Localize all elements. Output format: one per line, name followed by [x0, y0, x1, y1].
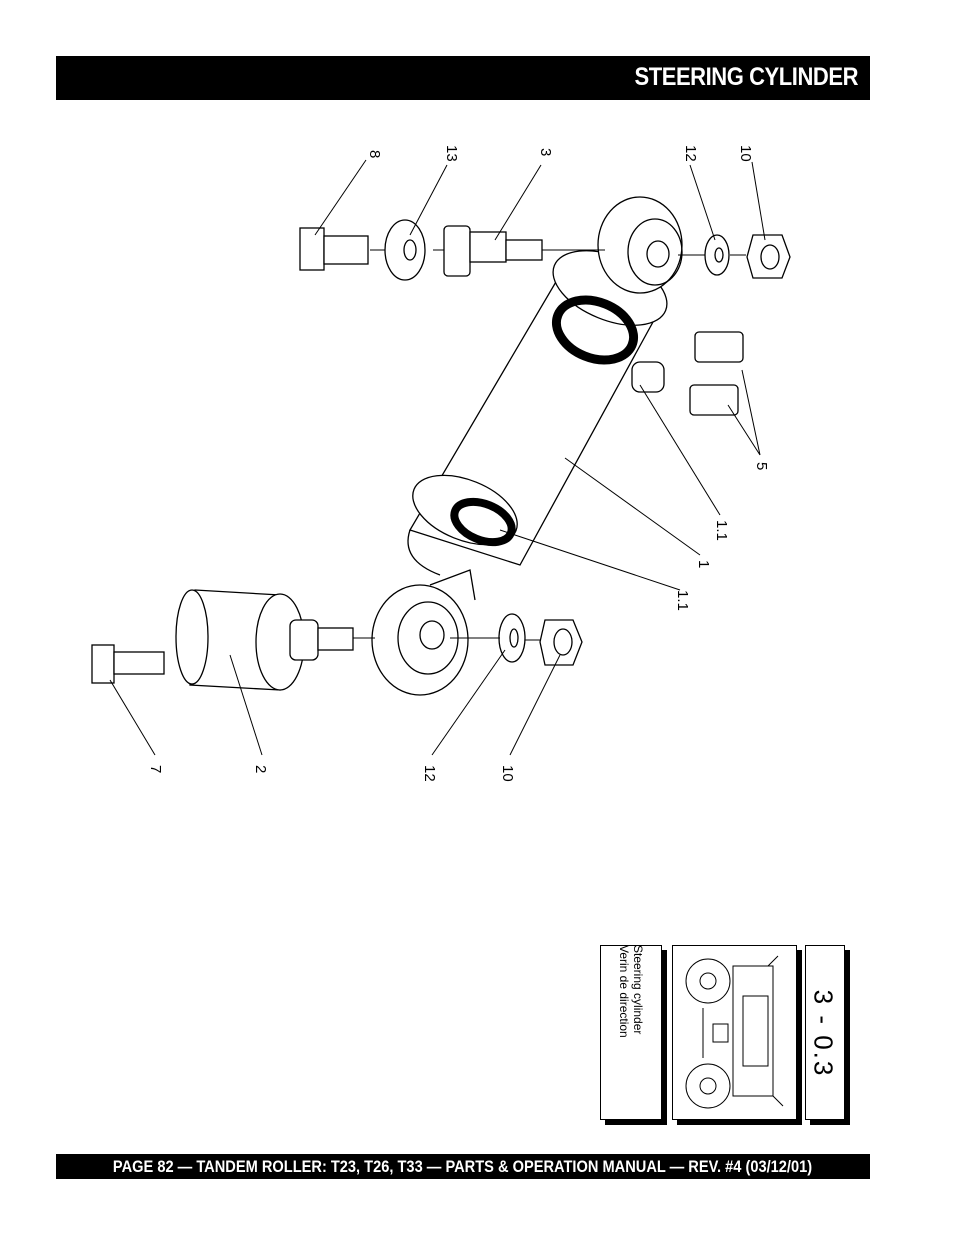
fittings-5 — [689, 331, 744, 416]
nut-10-lower — [539, 619, 583, 666]
rod-eye-upper — [597, 196, 683, 294]
callout-1-1-lower: 1.1 — [674, 590, 691, 611]
rod-eye-lower — [371, 569, 476, 696]
callout-13: 13 — [443, 145, 460, 162]
reference-machine-panel — [672, 945, 797, 1120]
reference-code: 3 - 0.3 — [808, 989, 839, 1078]
callout-5: 5 — [753, 462, 770, 470]
page-title: STEERING CYLINDER — [634, 63, 858, 91]
reference-code-panel: 3 - 0.3 — [805, 945, 845, 1120]
nut-10-upper — [746, 234, 791, 279]
callout-1-1-upper: 1.1 — [713, 520, 730, 541]
callout-8: 8 — [366, 150, 383, 158]
leader-lines — [109, 159, 766, 756]
washer-12-lower — [498, 613, 526, 663]
callout-12-upper: 12 — [682, 145, 699, 162]
bolt-8 — [299, 227, 369, 271]
callout-10-upper: 10 — [737, 145, 754, 162]
reference-name-en: Steering cylinder — [631, 945, 645, 1035]
callout-12-lower: 12 — [421, 765, 438, 782]
callout-7: 7 — [147, 765, 164, 773]
roller-machine-icon — [685, 955, 784, 1109]
callout-labels: 8 13 3 12 10 5 1.1 1 1.1 7 2 12 10 — [147, 145, 770, 782]
callout-10-lower: 10 — [499, 765, 516, 782]
cylinder-body — [407, 250, 668, 576]
callout-2: 2 — [252, 765, 269, 773]
reference-name-fr: Verin de direction — [617, 945, 631, 1038]
callout-1: 1 — [695, 560, 712, 568]
washer-12-upper — [704, 234, 730, 276]
fitting-3 — [443, 225, 543, 277]
footer-text: PAGE 82 — TANDEM ROLLER: T23, T26, T33 —… — [113, 1157, 813, 1176]
washer-13 — [384, 219, 426, 281]
callout-3: 3 — [537, 148, 554, 156]
bolt-7 — [91, 644, 165, 684]
reference-name-panel: Steering cylinder Verin de direction — [600, 945, 662, 1120]
page-header: STEERING CYLINDER — [56, 56, 870, 100]
page-footer: PAGE 82 — TANDEM ROLLER: T23, T26, T33 —… — [56, 1154, 870, 1179]
pin-bushing — [175, 589, 354, 691]
